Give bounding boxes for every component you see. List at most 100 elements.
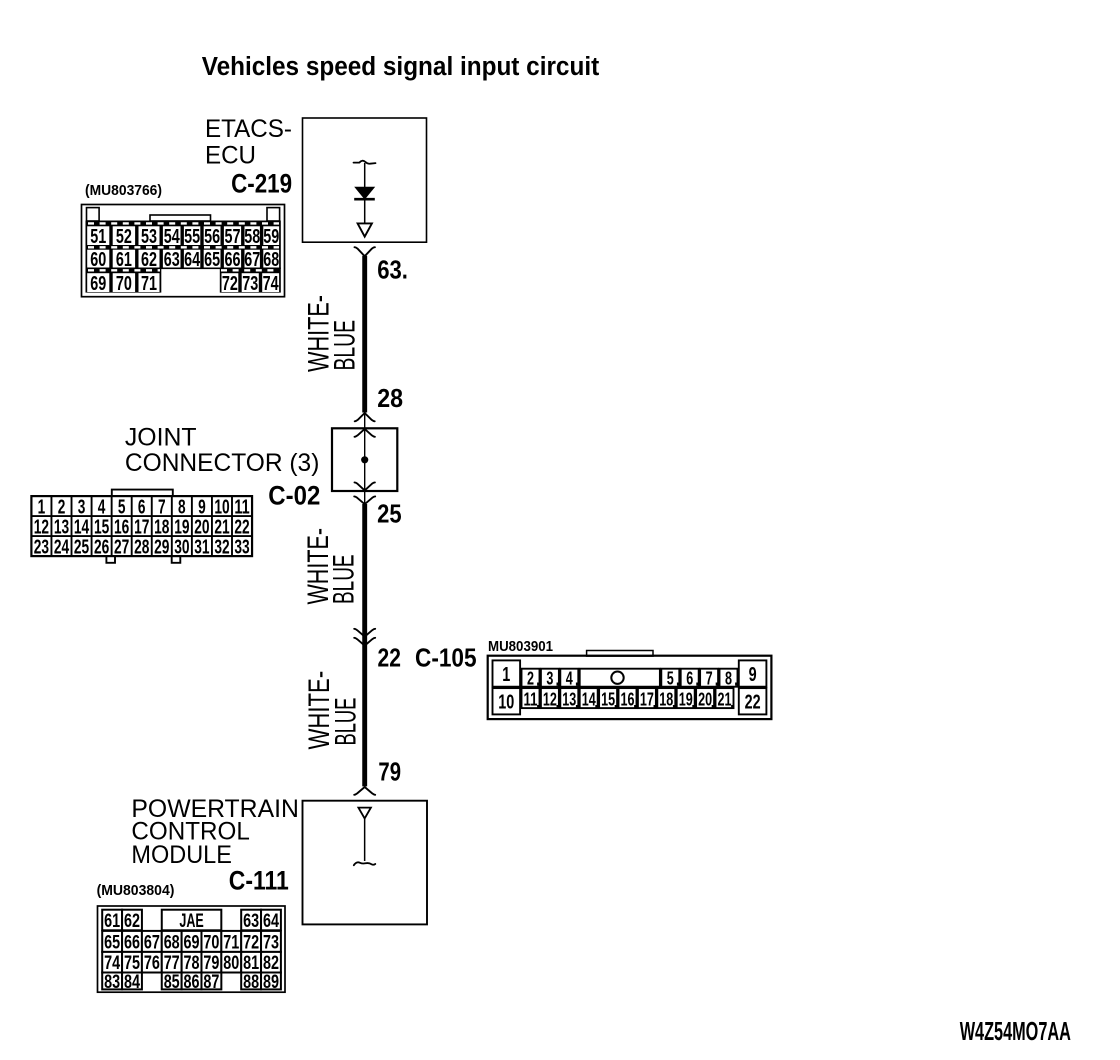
svg-text:16: 16 (114, 516, 129, 539)
svg-text:78: 78 (184, 953, 200, 974)
svg-text:1: 1 (38, 496, 46, 519)
svg-text:71: 71 (223, 932, 239, 953)
svg-text:65: 65 (204, 249, 220, 271)
svg-text:62: 62 (141, 249, 157, 271)
svg-text:74: 74 (104, 953, 120, 974)
svg-text:30: 30 (174, 536, 189, 559)
svg-text:58: 58 (244, 226, 260, 248)
svg-text:76: 76 (144, 953, 160, 974)
svg-text:BLUE: BLUE (329, 698, 362, 746)
svg-text:8: 8 (178, 496, 186, 519)
svg-text:27: 27 (114, 536, 129, 559)
svg-text:67: 67 (244, 249, 260, 271)
svg-text:64: 64 (263, 911, 279, 932)
svg-text:31: 31 (194, 536, 209, 559)
svg-text:32: 32 (214, 536, 229, 559)
svg-text:67: 67 (144, 932, 160, 953)
svg-text:84: 84 (124, 972, 140, 993)
svg-text:79: 79 (378, 757, 401, 787)
svg-text:22: 22 (234, 516, 249, 539)
svg-text:33: 33 (234, 536, 249, 559)
svg-text:Vehicles speed signal input ci: Vehicles speed signal input circuit (202, 53, 600, 81)
svg-text:75: 75 (124, 953, 140, 974)
svg-text:19: 19 (679, 689, 693, 709)
svg-text:61: 61 (116, 249, 132, 271)
svg-text:56: 56 (204, 226, 220, 248)
svg-text:85: 85 (164, 972, 180, 993)
svg-text:MODULE: MODULE (131, 841, 232, 869)
svg-text:C-105: C-105 (415, 642, 477, 672)
svg-text:11: 11 (234, 496, 249, 519)
svg-text:WHITE-: WHITE- (302, 295, 335, 372)
svg-text:15: 15 (601, 689, 615, 709)
svg-text:18: 18 (659, 689, 673, 709)
svg-text:4: 4 (566, 668, 573, 688)
svg-text:22: 22 (378, 642, 401, 672)
svg-text:65: 65 (104, 932, 120, 953)
svg-text:15: 15 (94, 516, 109, 539)
svg-text:52: 52 (116, 226, 132, 248)
svg-text:(MU803766): (MU803766) (85, 183, 162, 199)
svg-text:C-219: C-219 (231, 168, 292, 198)
svg-text:70: 70 (203, 932, 219, 953)
svg-text:2: 2 (58, 496, 66, 519)
svg-text:JAE: JAE (179, 911, 203, 932)
svg-text:70: 70 (116, 273, 132, 295)
svg-text:83: 83 (104, 972, 120, 993)
svg-text:18: 18 (154, 516, 169, 539)
svg-text:55: 55 (184, 226, 200, 248)
svg-text:68: 68 (263, 249, 279, 271)
svg-text:69: 69 (90, 273, 106, 295)
svg-text:12: 12 (543, 689, 557, 709)
svg-text:28: 28 (377, 383, 403, 413)
svg-text:72: 72 (222, 273, 238, 295)
svg-text:21: 21 (214, 516, 229, 539)
svg-text:5: 5 (667, 668, 674, 688)
svg-text:81: 81 (243, 953, 259, 974)
svg-text:14: 14 (582, 689, 596, 709)
svg-text:9: 9 (198, 496, 206, 519)
svg-text:73: 73 (263, 932, 279, 953)
svg-text:3: 3 (78, 496, 86, 519)
svg-text:WHITE-: WHITE- (303, 671, 336, 750)
svg-text:4: 4 (98, 496, 106, 519)
svg-text:C-02: C-02 (268, 481, 320, 511)
svg-text:73: 73 (242, 273, 258, 295)
svg-text:25: 25 (74, 536, 89, 559)
svg-text:7: 7 (158, 496, 166, 519)
svg-text:19: 19 (174, 516, 189, 539)
svg-text:POWERTRAIN: POWERTRAIN (131, 795, 299, 823)
svg-text:WHITE-: WHITE- (302, 528, 335, 605)
svg-text:C-111: C-111 (229, 866, 289, 896)
svg-text:74: 74 (263, 273, 280, 295)
svg-text:CONTROL: CONTROL (131, 817, 249, 845)
svg-text:13: 13 (562, 689, 576, 709)
svg-text:80: 80 (223, 953, 239, 974)
svg-text:77: 77 (164, 953, 180, 974)
svg-text:ECU: ECU (205, 141, 256, 169)
svg-text:9: 9 (749, 664, 757, 686)
svg-text:JOINT: JOINT (125, 424, 197, 452)
svg-text:59: 59 (263, 226, 279, 248)
svg-text:21: 21 (718, 689, 732, 709)
svg-text:17: 17 (134, 516, 149, 539)
svg-text:W4Z54MO7AA: W4Z54MO7AA (960, 1016, 1071, 1046)
svg-text:8: 8 (725, 668, 732, 688)
svg-text:MU803901: MU803901 (488, 638, 553, 655)
svg-text:62: 62 (124, 911, 140, 932)
svg-text:CONNECTOR (3): CONNECTOR (3) (125, 449, 320, 477)
svg-text:89: 89 (263, 972, 279, 993)
svg-text:25: 25 (377, 499, 402, 529)
svg-text:7: 7 (706, 668, 713, 688)
svg-text:(MU803804): (MU803804) (97, 883, 175, 899)
svg-text:BLUE: BLUE (328, 320, 361, 371)
svg-text:3: 3 (546, 668, 553, 688)
svg-text:29: 29 (154, 536, 169, 559)
svg-text:63: 63 (243, 911, 259, 932)
svg-text:ETACS-: ETACS- (205, 115, 292, 143)
svg-text:68: 68 (164, 932, 180, 953)
svg-text:69: 69 (184, 932, 200, 953)
svg-text:28: 28 (134, 536, 149, 559)
svg-text:82: 82 (263, 953, 279, 974)
svg-text:20: 20 (698, 689, 712, 709)
